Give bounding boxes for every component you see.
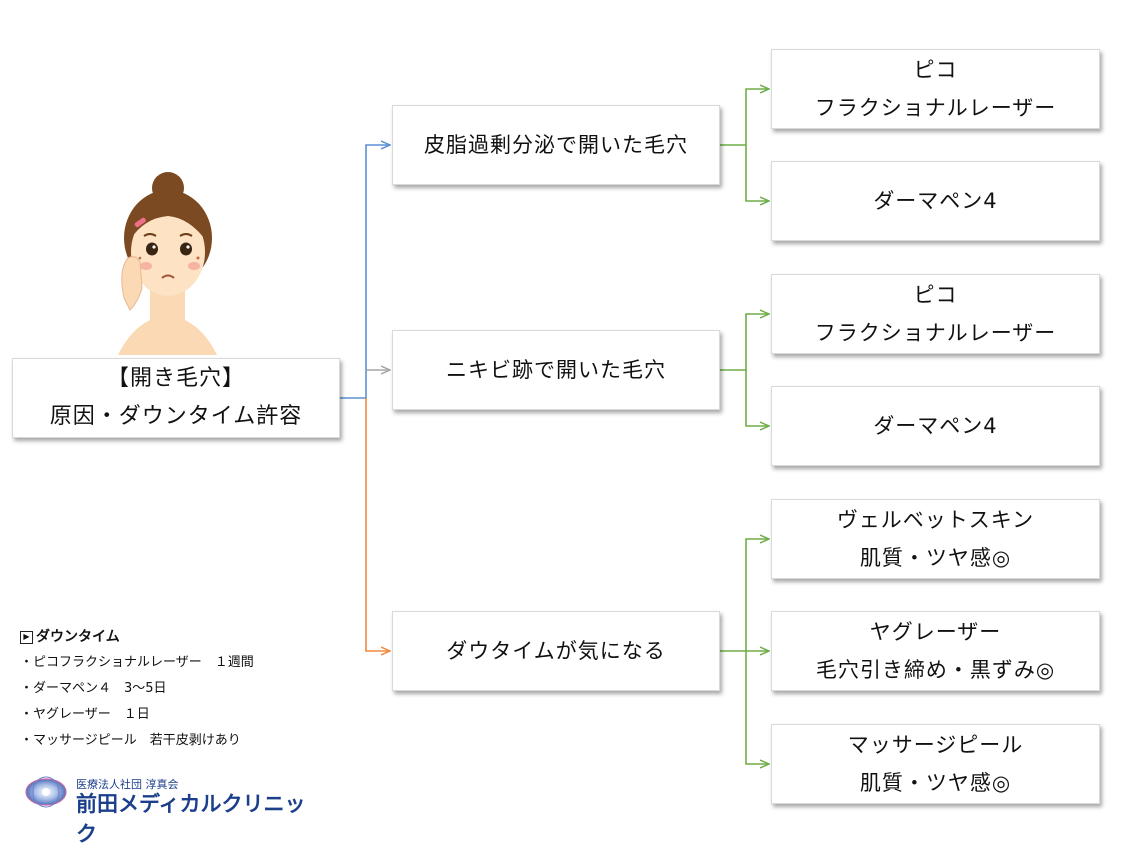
leaf-node-1-1: ピコ フラクショナルレーザー [771, 49, 1100, 129]
leaf-title: ダーマペン4 [873, 414, 998, 438]
branch-node-1: 皮脂過剰分泌で開いた毛穴 [392, 105, 720, 185]
connector-branch-1-leaf-2 [745, 145, 769, 201]
downtime-notes: ▶ ダウンタイム ・ピコフラクショナルレーザー １週間 ・ダーマペン４ 3～5日… [20, 624, 350, 754]
leaf-subtitle: フラクショナルレーザー [814, 321, 1057, 345]
connector-branch-1-leaf-1 [720, 89, 769, 146]
play-icon: ▶ [20, 630, 33, 644]
branch-node-3: ダウタイムが気になる [392, 611, 720, 691]
leaf-node-2-1: ピコ フラクショナルレーザー [771, 274, 1100, 354]
branch-label: 皮脂過剰分泌で開いた毛穴 [424, 133, 688, 157]
branch-label: ダウタイムが気になる [446, 639, 666, 663]
root-title: 【開き毛穴】 [106, 366, 245, 391]
leaf-subtitle: 肌質・ツヤ感◎ [859, 546, 1012, 570]
downtime-title: ダウンタイム [36, 629, 120, 645]
branch-label: ニキビ跡で開いた毛穴 [446, 358, 666, 382]
leaf-title: ダーマペン4 [873, 189, 998, 213]
leaf-title: マッサージピール [847, 733, 1024, 757]
clinic-logo-name: 前田メディカルクリニック [76, 792, 306, 846]
downtime-item: ・ダーマペン４ 3～5日 [20, 681, 167, 696]
leaf-title: ヴェルベットスキン [836, 508, 1035, 532]
connector-root-branch-3 [365, 398, 390, 651]
leaf-title: ピコ [913, 58, 958, 82]
leaf-node-3-3: マッサージピール 肌質・ツヤ感◎ [771, 724, 1100, 804]
root-node: 【開き毛穴】 原因・ダウンタイム許容 [12, 358, 340, 438]
downtime-item: ・マッサージピール 若干皮剥けあり [20, 733, 241, 748]
leaf-node-3-1: ヴェルベットスキン 肌質・ツヤ感◎ [771, 499, 1100, 579]
downtime-heading: ▶ ダウンタイム [20, 624, 350, 650]
downtime-item: ・ヤグレーザー １日 [20, 707, 150, 722]
leaf-subtitle: 毛穴引き締め・黒ずみ◎ [815, 658, 1056, 682]
connector-branch-2-leaf-1 [720, 314, 769, 371]
clinic-logo: 医療法人社団 淳真会 前田メディカルクリニック [24, 774, 324, 846]
downtime-item: ・ピコフラクショナルレーザー １週間 [20, 655, 254, 670]
branch-node-2: ニキビ跡で開いた毛穴 [392, 330, 720, 410]
connector-branch-3-leaf-1 [720, 539, 769, 652]
leaf-subtitle: 肌質・ツヤ感◎ [859, 771, 1012, 795]
connector-root-branch-1 [340, 145, 390, 399]
root-subtitle: 原因・ダウンタイム許容 [49, 404, 303, 429]
worried-woman-illustration [118, 172, 217, 355]
connector-branch-2-leaf-2 [745, 370, 769, 426]
leaf-title: ヤグレーザー [869, 620, 1002, 644]
leaf-node-1-2: ダーマペン4 [771, 161, 1100, 241]
leaf-title: ピコ [913, 283, 958, 307]
connector-branch-3-leaf-3 [745, 651, 769, 764]
leaf-node-2-2: ダーマペン4 [771, 386, 1100, 466]
clinic-logo-subtitle: 医療法人社団 淳真会 [76, 778, 179, 791]
clinic-logo-icon [25, 776, 67, 808]
leaf-subtitle: フラクショナルレーザー [814, 96, 1057, 120]
leaf-node-3-2: ヤグレーザー 毛穴引き締め・黒ずみ◎ [771, 611, 1100, 691]
